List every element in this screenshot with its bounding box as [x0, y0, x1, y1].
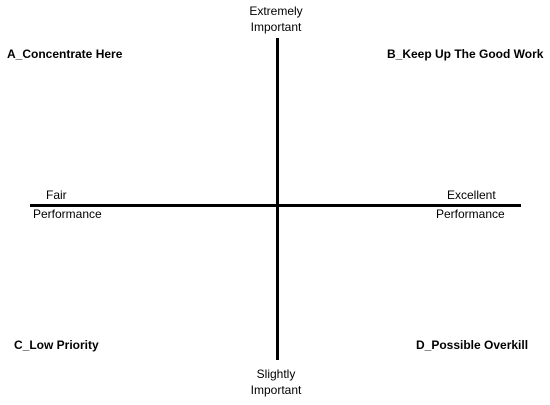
- top-axis-label: Extremely Important: [226, 3, 326, 35]
- top-axis-label-line2: Important: [250, 20, 302, 34]
- quadrant-a-label: A_Concentrate Here: [7, 47, 123, 61]
- quadrant-d-label: D_Possible Overkill: [416, 338, 529, 352]
- right-axis-label-line2: Performance: [436, 207, 505, 221]
- right-axis-label-line1: Excellent: [447, 188, 496, 202]
- bottom-axis-label-line1: Slightly: [256, 367, 296, 381]
- bottom-axis-label: Slightly Important: [226, 366, 326, 398]
- quadrant-b-label: B_Keep Up The Good Work: [387, 47, 544, 61]
- quadrant-c-label: C_Low Priority: [14, 338, 99, 352]
- left-axis-label-line1: Fair: [46, 188, 67, 202]
- left-axis-label-line2: Performance: [33, 207, 102, 221]
- bottom-axis-label-line2: Important: [250, 383, 302, 397]
- top-axis-label-line1: Extremely: [249, 4, 303, 18]
- vertical-axis-line: [276, 38, 279, 360]
- horizontal-axis-line: [30, 204, 521, 207]
